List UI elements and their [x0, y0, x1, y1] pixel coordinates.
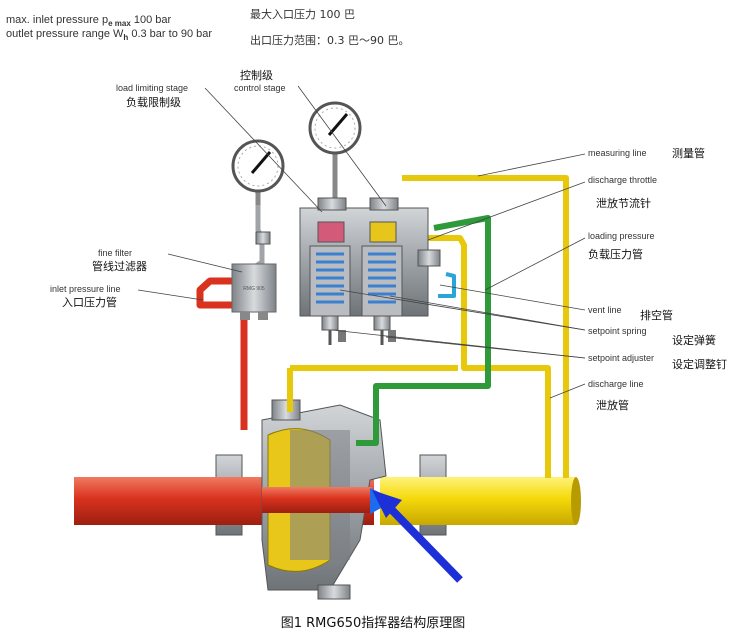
leader-lines [137, 85, 586, 399]
inlet-pressure-line [196, 277, 248, 430]
label-discharge-throttle-en: discharge throttle [588, 175, 657, 185]
label-measuring-en: measuring line [588, 148, 647, 158]
label-setpoint-adjuster-en: setpoint adjuster [588, 353, 654, 363]
measuring-line [402, 175, 569, 478]
main-pipeline [74, 399, 581, 600]
max-inlet-pressure-cn: 最大入口压力 100 巴 [250, 8, 355, 21]
discharge-line [428, 235, 551, 478]
control-diaphragm [369, 221, 397, 243]
label-discharge-line-cn: 泄放管 [596, 398, 629, 412]
loading-pressure-line [356, 215, 491, 446]
outlet-pressure-spec: outlet pressure range Wh 0.3 bar to 90 b… [6, 28, 213, 43]
flow-arrow [372, 490, 463, 583]
outlet-pressure-cn: 出口压力范围：0.3 巴～90 巴。 [250, 34, 410, 47]
label-load-limiting-cn: 负载限制级 [126, 95, 181, 109]
setpoint-adjusters [321, 315, 396, 345]
label-control-en: control stage [234, 83, 286, 93]
figure-caption: 图1 RMG650指挥器结构原理图 [280, 616, 466, 631]
label-inlet-line-cn: 入口压力管 [62, 295, 117, 309]
label-measuring-cn: 测量管 [672, 146, 705, 160]
filter-plate-text: RMG 905 [243, 286, 265, 292]
bottom-fitting [317, 584, 351, 600]
label-control-cn: 控制级 [240, 68, 273, 82]
label-load-limiting-en: load limiting stage [116, 83, 188, 93]
label-vent-line-cn: 排空管 [640, 308, 673, 322]
pilot-body [299, 197, 441, 345]
label-setpoint-spring-en: setpoint spring [588, 326, 647, 336]
gauge-needle-1 [250, 151, 272, 174]
label-discharge-throttle-cn: 泄放节流针 [596, 196, 651, 210]
control-stage-gauge [308, 101, 362, 200]
fine-filter: RMG 905 [231, 263, 277, 320]
max-inlet-pressure-spec: max. inlet pressure pe max 100 bar [6, 14, 172, 29]
label-fine-filter-en: fine filter [98, 248, 132, 258]
vent-line [438, 272, 456, 298]
label-fine-filter-cn: 管线过滤器 [92, 259, 147, 273]
load-limiting-diaphragm [317, 221, 345, 243]
setpoint-springs [316, 252, 396, 304]
label-setpoint-adjuster-cn: 设定调整钉 [672, 357, 727, 371]
outlet-pipe-end [571, 477, 581, 525]
regulator-inlet-chamber [262, 487, 372, 513]
gauge-needle-2 [327, 113, 349, 136]
discharge-throttle-valve [417, 249, 441, 267]
label-inlet-line-en: inlet pressure line [50, 284, 121, 294]
top-fitting [271, 399, 301, 421]
outlet-pipe [380, 477, 576, 525]
load-limiting-gauge [231, 139, 285, 205]
label-loading-pressure-cn: 负载压力管 [588, 247, 643, 261]
callout-labels: load limiting stage 负载限制级 控制级 control st… [50, 68, 727, 412]
label-loading-pressure-en: loading pressure [588, 231, 655, 241]
gauge-tee [255, 231, 271, 245]
label-discharge-line-en: discharge line [588, 379, 644, 389]
label-vent-line-en: vent line [588, 305, 622, 315]
label-setpoint-spring-cn: 设定弹簧 [672, 333, 716, 347]
pilot-lines [196, 175, 569, 478]
